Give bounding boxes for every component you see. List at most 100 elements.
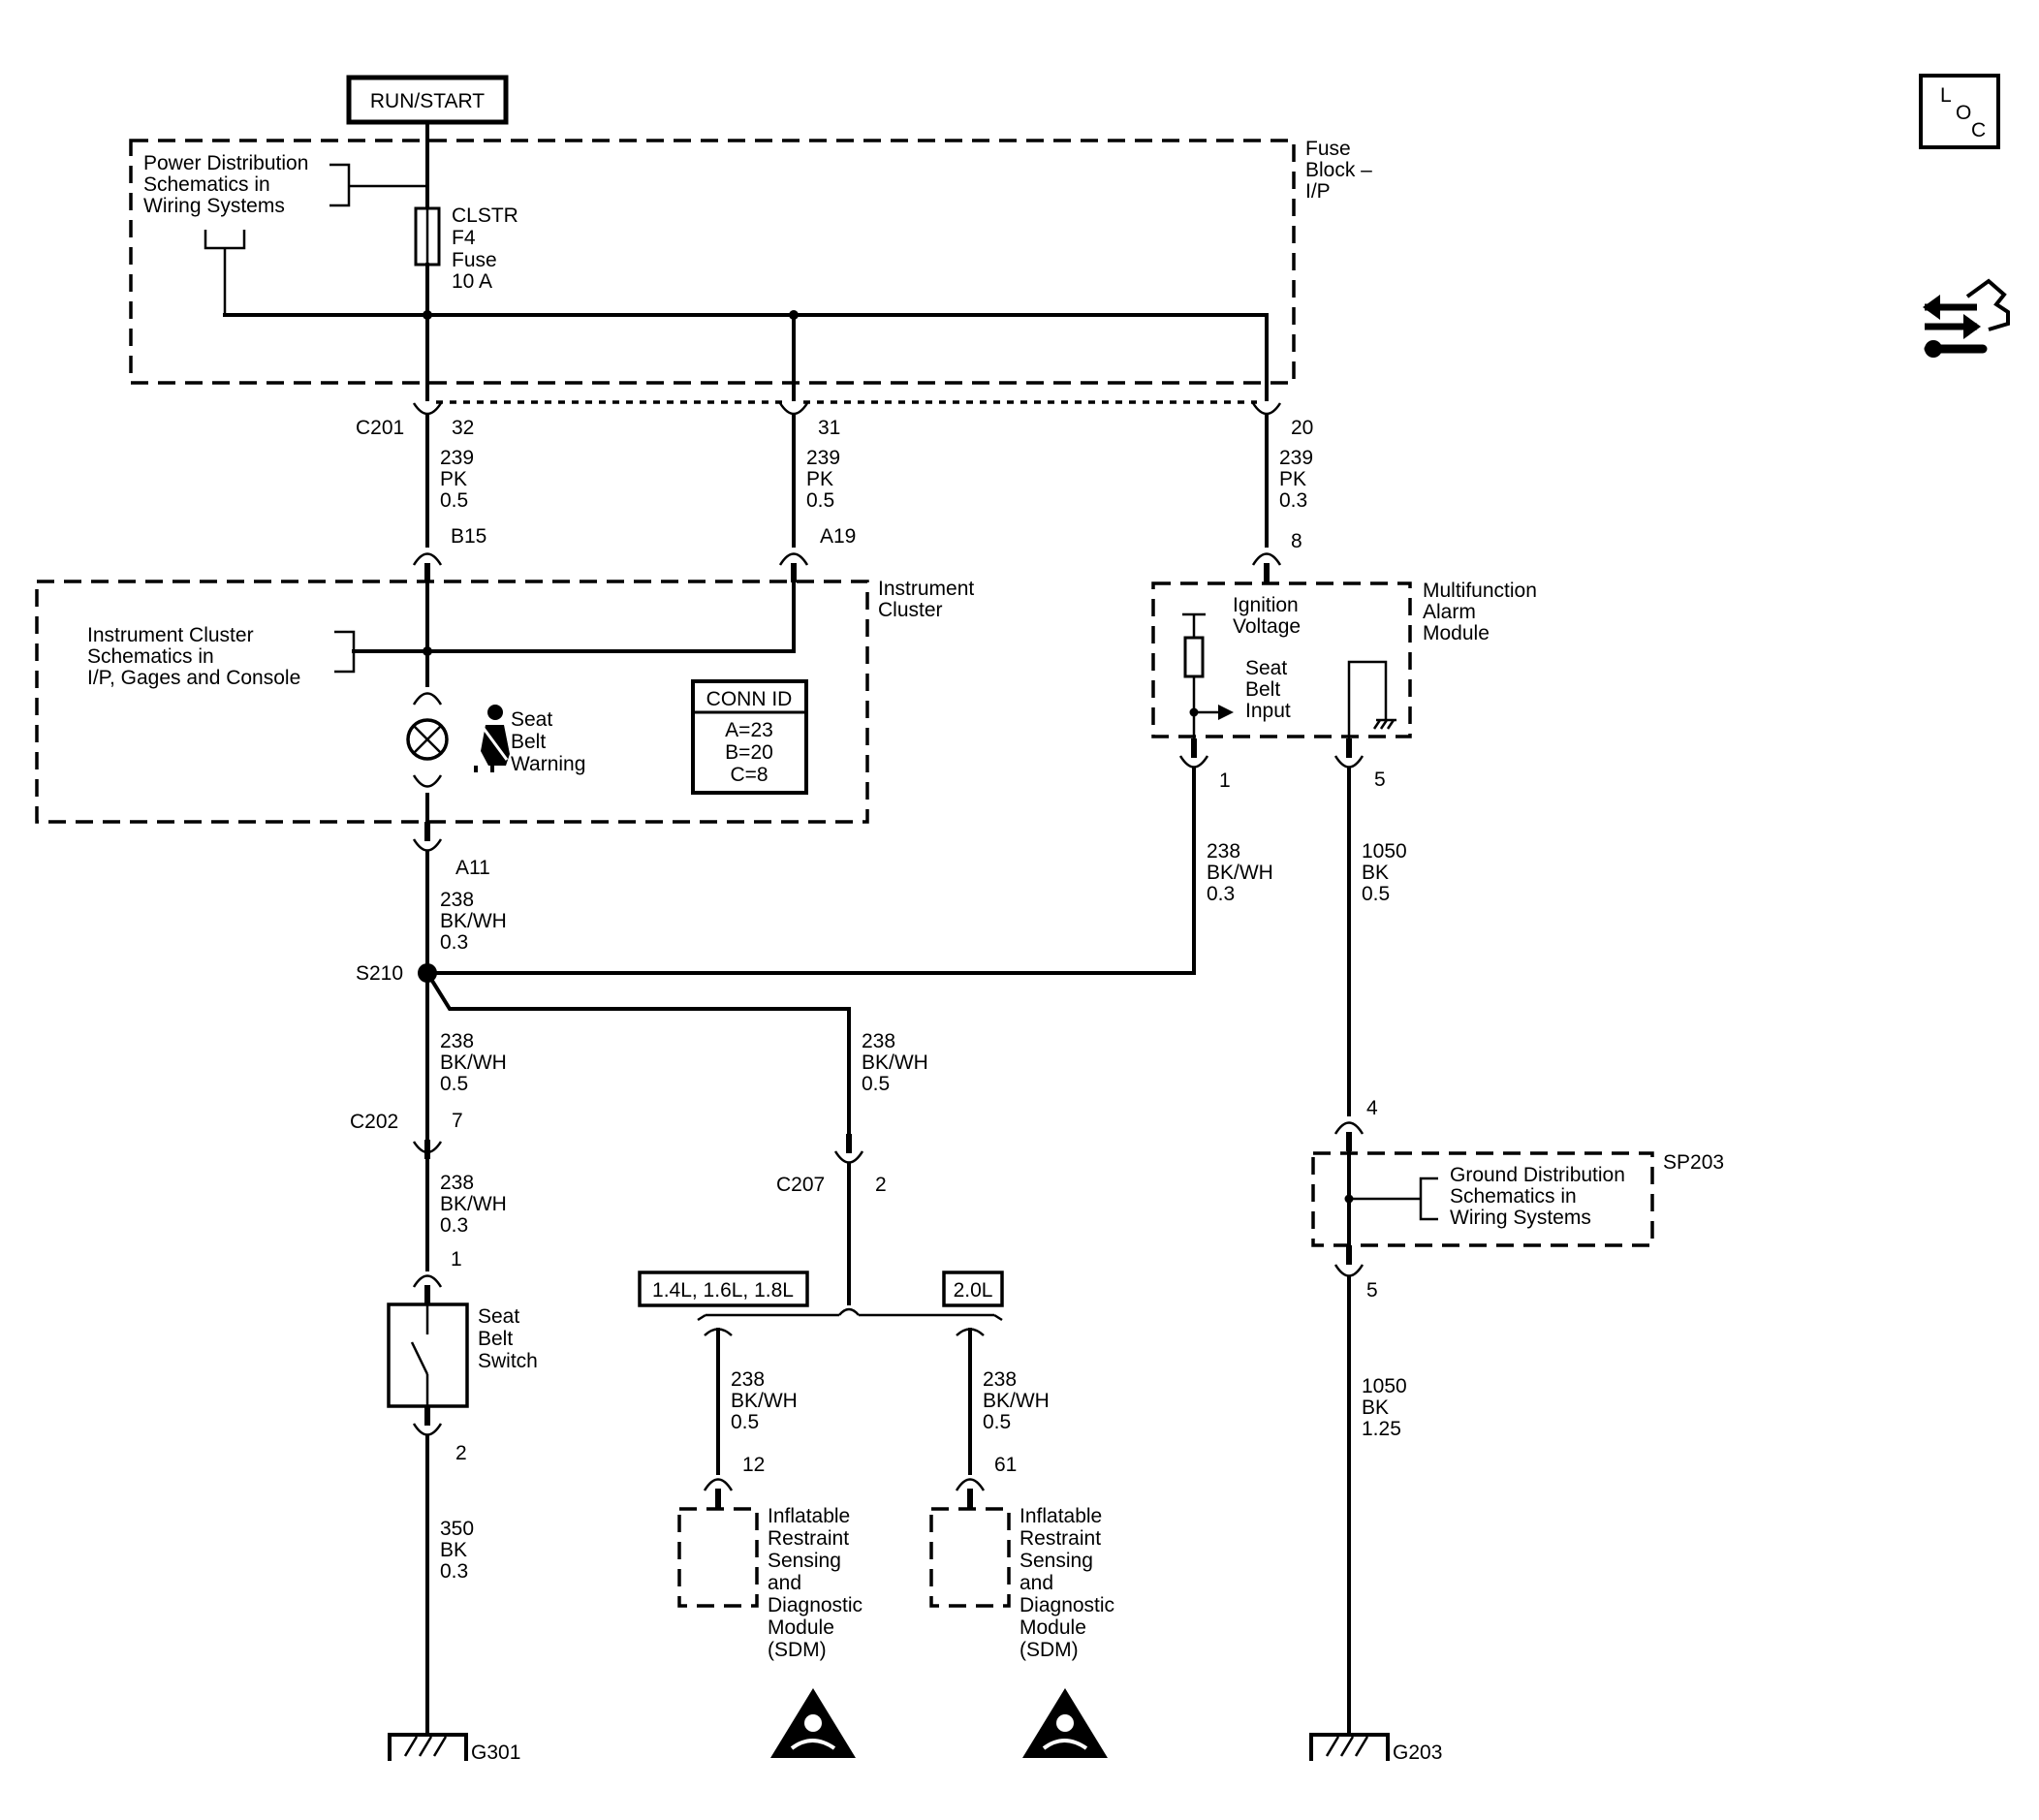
svg-text:0.3: 0.3 (1207, 883, 1235, 905)
wire-sdm-left: 238 BK/WH 0.5 (731, 1368, 798, 1433)
svg-text:Belt: Belt (511, 731, 546, 753)
svg-text:12: 12 (742, 1454, 765, 1476)
wire-a11: 238 BK/WH 0.3 (440, 889, 507, 954)
svg-text:A11: A11 (455, 857, 490, 879)
svg-text:1: 1 (451, 1248, 462, 1271)
airbag-warning-icon (770, 1688, 856, 1758)
svg-text:CLSTR: CLSTR (452, 204, 518, 227)
svg-text:Instrument Cluster: Instrument Cluster (87, 624, 254, 646)
fuse-block-ip: Fuse Block – I/P (129, 138, 1372, 385)
svg-text:2: 2 (455, 1442, 467, 1464)
svg-text:Restraint: Restraint (768, 1527, 849, 1550)
svg-text:0.3: 0.3 (1279, 489, 1307, 512)
instrument-cluster-schematics-reference: Instrument Cluster Schematics in I/P, Ga… (87, 624, 356, 689)
svg-text:0.3: 0.3 (440, 1214, 468, 1237)
wire-alarm-5: 1050 BK 0.5 (1362, 840, 1407, 905)
wire-c202-down: 238 BK/WH 0.3 (440, 1172, 507, 1237)
svg-text:Power Distribution: Power Distribution (143, 152, 308, 174)
svg-text:CONN ID: CONN ID (706, 688, 793, 710)
svg-text:Input: Input (1245, 700, 1291, 722)
svg-text:G301: G301 (471, 1742, 520, 1764)
svg-text:Fuse: Fuse (452, 249, 497, 271)
internal-ground-circuit (1347, 660, 1396, 738)
instrument-cluster: Instrument Cluster (35, 578, 974, 824)
svg-text:S210: S210 (356, 962, 403, 985)
wire-c201-20: 239 PK 0.3 (1279, 447, 1313, 512)
svg-text:Schematics in: Schematics in (1450, 1185, 1577, 1208)
sdm-module-left: 12 Inflatable Restraint Sensing and Diag… (677, 1454, 863, 1661)
power-distribution-reference: Power Distribution Schematics in Wiring … (143, 152, 427, 315)
svg-text:238: 238 (1207, 840, 1240, 863)
engine-option-small: 1.4L, 1.6L, 1.8L (638, 1271, 809, 1307)
conn-id-table: CONN ID A=23 B=20 C=8 (691, 679, 808, 795)
option-selector-bar (697, 1307, 1003, 1322)
wire-c201-31: 239 PK 0.5 (806, 447, 840, 512)
ground-g301: G301 (388, 1733, 520, 1764)
svg-text:238: 238 (862, 1030, 895, 1052)
svg-text:1.25: 1.25 (1362, 1418, 1401, 1440)
svg-text:2.0L: 2.0L (954, 1279, 993, 1302)
svg-text:5: 5 (1374, 769, 1386, 791)
svg-text:RUN/START: RUN/START (370, 90, 485, 112)
svg-text:0.5: 0.5 (1362, 883, 1390, 905)
svg-text:Module: Module (768, 1616, 834, 1639)
svg-text:Inflatable: Inflatable (768, 1505, 850, 1527)
svg-text:BK/WH: BK/WH (862, 1051, 928, 1074)
svg-text:Warning: Warning (511, 753, 585, 775)
svg-text:0.5: 0.5 (440, 489, 468, 512)
svg-text:Wiring Systems: Wiring Systems (143, 195, 285, 217)
seat-belt-input-circuit (1182, 612, 1234, 738)
svg-text:Belt: Belt (478, 1328, 513, 1350)
svg-text:Diagnostic: Diagnostic (768, 1594, 863, 1616)
cluster-connector-a11: A11 (412, 822, 490, 879)
svg-text:Diagnostic: Diagnostic (1020, 1594, 1114, 1616)
svg-text:Multifunction: Multifunction (1423, 580, 1537, 602)
svg-text:PK: PK (440, 468, 467, 490)
seat-belt-warning-icon (474, 705, 510, 772)
svg-text:1.4L, 1.6L, 1.8L: 1.4L, 1.6L, 1.8L (652, 1279, 794, 1302)
cluster-connector-b15: B15 (412, 525, 486, 582)
multifunction-alarm-module: Multifunction Alarm Module Ignition Volt… (1151, 580, 1537, 738)
seat-belt-warning-lamp (406, 692, 449, 788)
c201-connector: C201 32 31 20 (356, 400, 1313, 439)
svg-text:5: 5 (1366, 1279, 1378, 1302)
svg-text:0.5: 0.5 (983, 1411, 1011, 1433)
svg-text:31: 31 (818, 417, 840, 439)
svg-text:Alarm: Alarm (1423, 601, 1476, 623)
svg-text:I/P, Gages and Console: I/P, Gages and Console (87, 667, 300, 689)
svg-text:7: 7 (452, 1110, 463, 1132)
svg-text:Restraint: Restraint (1020, 1527, 1101, 1550)
svg-text:1: 1 (1219, 769, 1231, 792)
ground-g203: G203 (1309, 1733, 1442, 1764)
svg-text:A19: A19 (820, 525, 856, 548)
svg-text:Seat: Seat (478, 1305, 519, 1328)
seat-belt-warning-label: Seat Belt Warning (511, 708, 585, 775)
svg-text:1050: 1050 (1362, 1375, 1407, 1397)
svg-text:Instrument: Instrument (878, 578, 974, 600)
svg-text:C=8: C=8 (730, 764, 768, 786)
splice-s210: S210 (356, 962, 437, 985)
svg-text:BK/WH: BK/WH (731, 1390, 798, 1412)
svg-text:BK/WH: BK/WH (1207, 862, 1273, 884)
svg-text:PK: PK (1279, 468, 1306, 490)
component-locator-icon[interactable]: L O C (1919, 74, 2000, 149)
engine-option-large: 2.0L (942, 1271, 1004, 1307)
svg-text:Module: Module (1423, 622, 1490, 644)
svg-text:238: 238 (983, 1368, 1017, 1391)
svg-text:239: 239 (806, 447, 840, 469)
svg-text:B=20: B=20 (725, 741, 773, 764)
svg-text:(SDM): (SDM) (1020, 1639, 1079, 1661)
svg-text:Wiring Systems: Wiring Systems (1450, 1207, 1591, 1229)
svg-text:32: 32 (452, 417, 474, 439)
clstr-f4-fuse: CLSTR F4 Fuse 10 A (414, 204, 518, 293)
svg-text:O: O (1956, 102, 1971, 124)
wire-sp203-down: 1050 BK 1.25 (1362, 1375, 1407, 1440)
wire-s210-branch: 238 BK/WH 0.5 (862, 1030, 928, 1095)
svg-text:BK/WH: BK/WH (440, 1051, 507, 1074)
svg-text:Cluster: Cluster (878, 599, 943, 621)
connector-end-view-icon[interactable] (1923, 278, 2010, 358)
svg-text:A=23: A=23 (725, 719, 773, 741)
svg-text:Schematics in: Schematics in (143, 173, 270, 196)
svg-text:C202: C202 (350, 1111, 398, 1133)
